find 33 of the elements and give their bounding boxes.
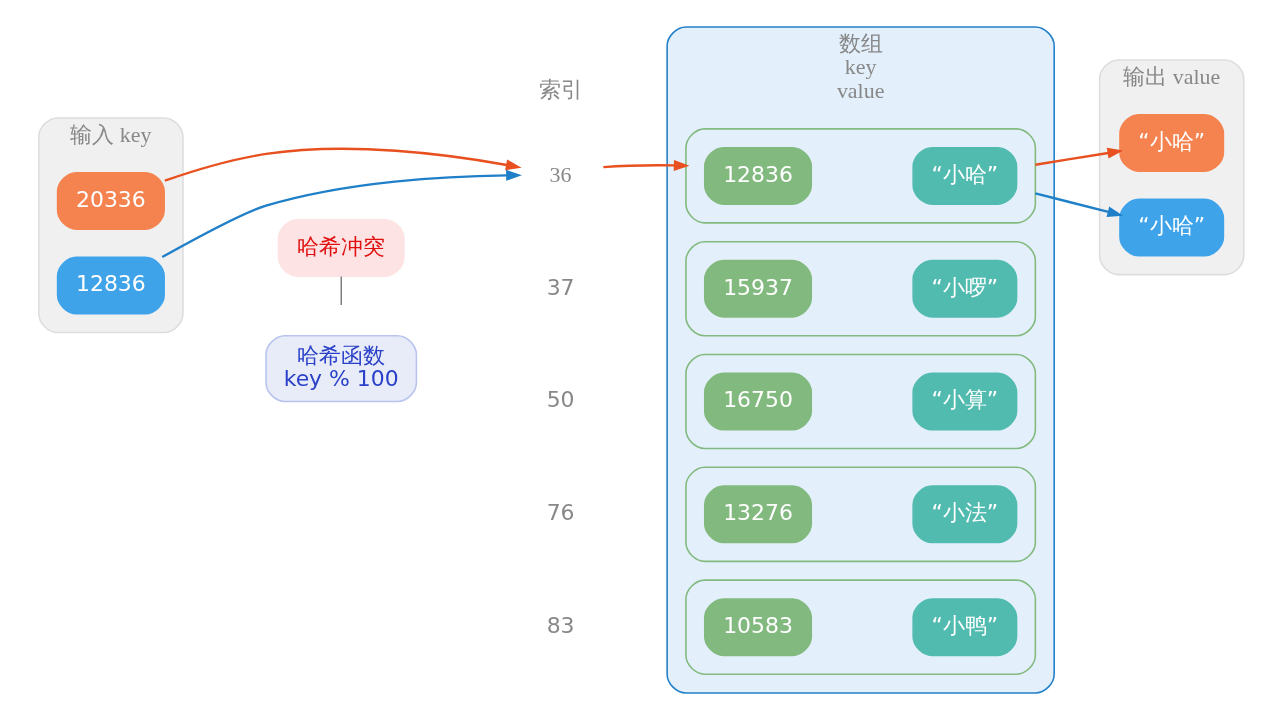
node-box: 12836	[703, 146, 812, 205]
node-box: 10583	[703, 598, 812, 657]
cluster	[684, 240, 1036, 337]
node-box: 哈希函数 key % 100	[264, 334, 417, 403]
node-box: 20336	[56, 171, 165, 230]
node-box: 15937	[703, 259, 812, 318]
node-box: “小算”	[911, 372, 1017, 431]
label: 索引	[538, 77, 583, 103]
cluster	[684, 128, 1036, 224]
label: 76	[546, 500, 575, 526]
label: 37	[546, 274, 575, 300]
node-box: “小啰”	[911, 259, 1017, 318]
node-box: 16750	[703, 372, 812, 431]
node-text: 36	[549, 161, 572, 187]
node-box: “小鸭”	[911, 598, 1017, 657]
node-box: 13276	[703, 485, 812, 544]
arrow	[163, 147, 522, 182]
node-box: 哈希冲突	[277, 218, 405, 277]
label: 83	[546, 612, 575, 638]
arrow	[1034, 147, 1123, 166]
arrow	[161, 169, 522, 259]
node-box: “小哈”	[911, 146, 1017, 205]
arrow	[1034, 192, 1123, 218]
cluster	[684, 353, 1036, 450]
node-box: “小哈”	[1118, 114, 1224, 172]
connector	[340, 275, 342, 306]
node-box: “小法”	[911, 485, 1017, 544]
cluster	[684, 579, 1036, 675]
cluster	[684, 466, 1036, 563]
node-box: 12836	[56, 256, 165, 315]
node-box: “小哈”	[1118, 198, 1224, 257]
label: 50	[546, 387, 575, 413]
arrow	[602, 159, 689, 171]
